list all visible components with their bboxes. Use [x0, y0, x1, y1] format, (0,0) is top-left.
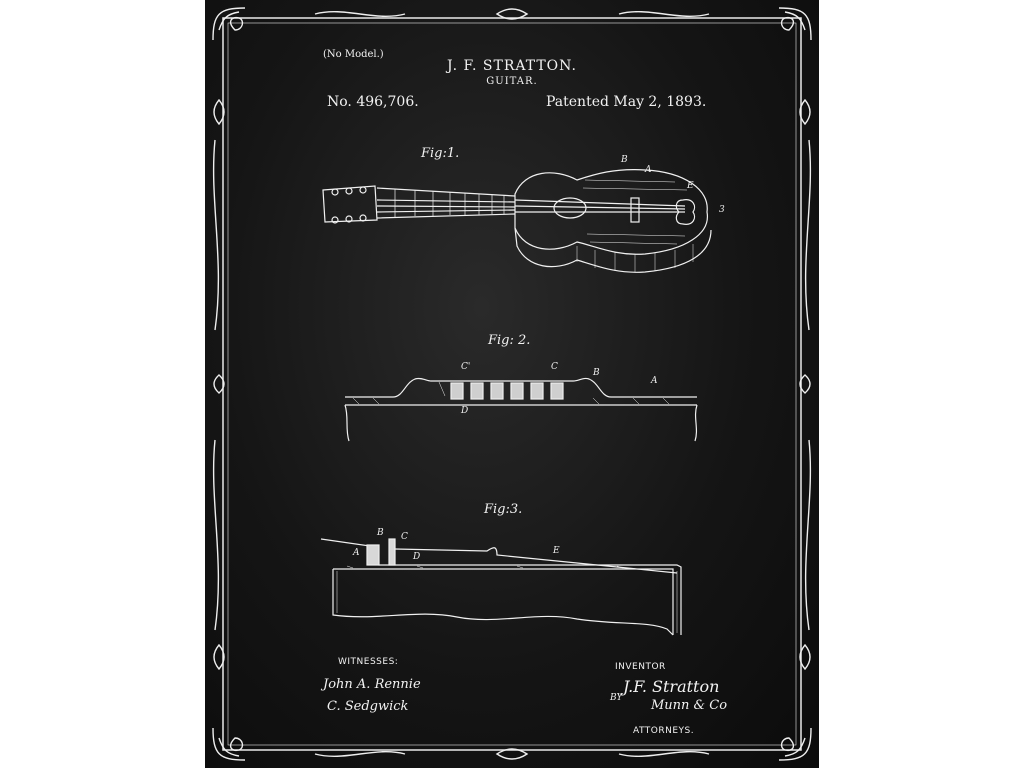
fig3-letter-d: D — [412, 552, 420, 562]
patent-number: No. 496,706. — [327, 94, 419, 110]
witness-signature-2: C. Sedgwick — [327, 699, 409, 714]
witnesses-label: WITNESSES: — [338, 657, 399, 667]
fig1-letter-3: 3 — [719, 205, 725, 215]
figure-1-label: Fig:1. — [421, 146, 460, 161]
fig1-letter-a: A — [644, 165, 652, 175]
fig3-letter-a: A — [352, 548, 360, 558]
fig3-letter-c: C — [401, 532, 408, 542]
patent-inventor-title: J. F. STRATTON. — [447, 58, 577, 74]
fig2-letter-c: C — [551, 362, 558, 372]
fig3-letter-b: B — [376, 528, 384, 538]
patent-date: Patented May 2, 1893. — [546, 94, 707, 110]
attorneys-label: ATTORNEYS. — [633, 726, 695, 736]
inventor-label: INVENTOR — [615, 662, 666, 672]
by-label: BY — [610, 693, 623, 703]
attorney-signature: Munn & Co — [651, 698, 728, 713]
fig3-letter-e: E — [552, 546, 560, 556]
patent-subject: GUITAR. — [486, 76, 538, 87]
fig2-letter-b: B — [592, 368, 600, 378]
fig1-letter-e: E — [686, 181, 694, 191]
figure-3-side-drawing: B C A D E — [320, 528, 682, 636]
patent-poster: (No Model.) J. F. STRATTON. GUITAR. No. … — [205, 0, 819, 768]
fig2-letter-d: D — [460, 406, 468, 416]
figure-2-bridge-drawing: C' C B A D — [344, 362, 698, 442]
fig2-letter-a: A — [650, 376, 658, 386]
figure-3-label: Fig:3. — [484, 502, 523, 517]
witness-signature-1: John A. Rennie — [323, 677, 421, 692]
no-model-note: (No Model.) — [323, 49, 384, 60]
fig2-letter-c-prime: C' — [461, 362, 470, 372]
figure-2-label: Fig: 2. — [488, 333, 531, 348]
inventor-signature: J.F. Stratton — [623, 677, 720, 696]
ornamental-frame — [212, 7, 812, 761]
figure-1-guitar-drawing: B A E 3 — [322, 155, 725, 273]
fig1-letter-b: B — [620, 155, 628, 165]
